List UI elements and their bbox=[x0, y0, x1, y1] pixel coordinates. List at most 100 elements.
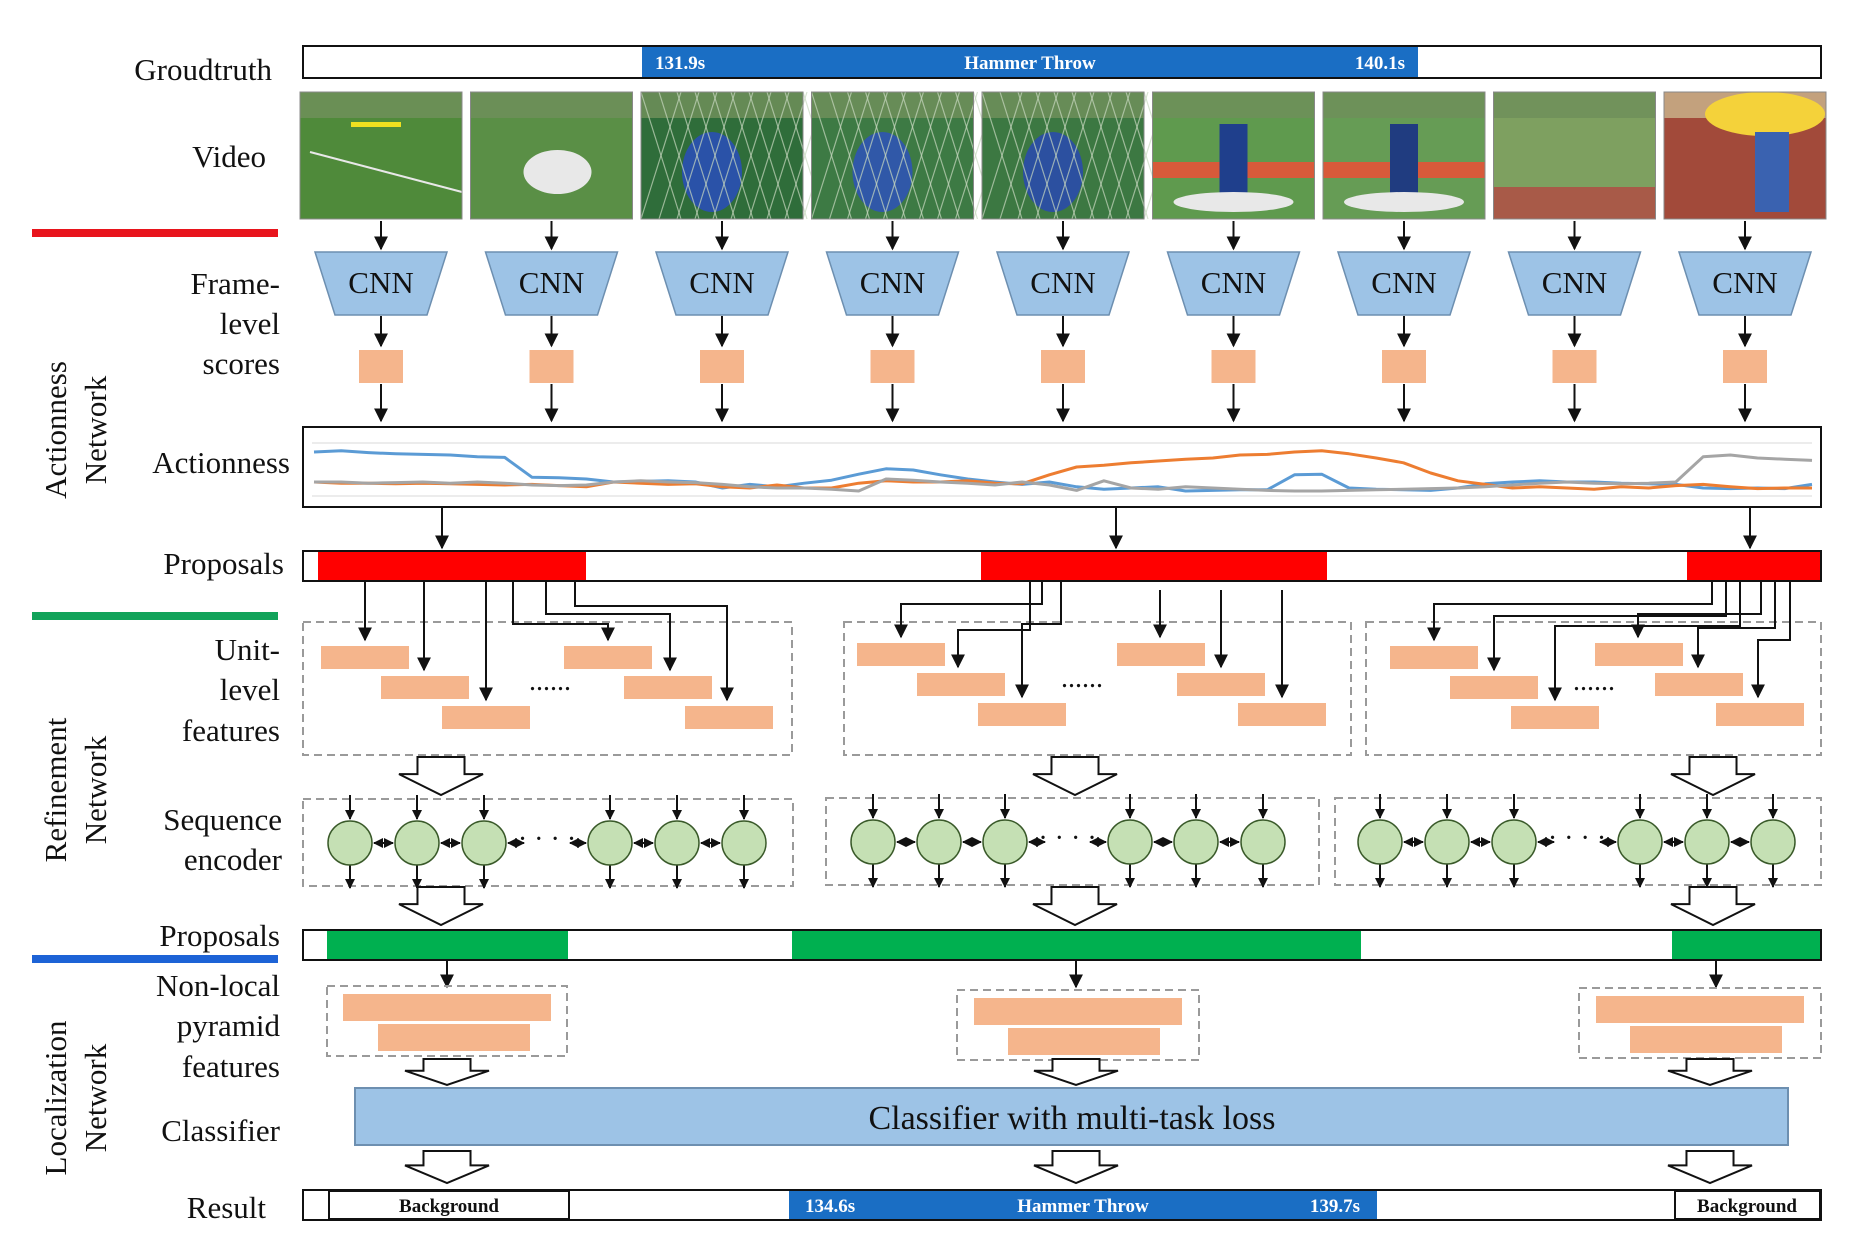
frame-score-block bbox=[1382, 350, 1426, 383]
feature-block bbox=[685, 706, 773, 729]
cnn-label: CNN bbox=[1030, 265, 1095, 300]
feature-block bbox=[974, 998, 1182, 1025]
video-frame bbox=[1663, 91, 1827, 220]
video-frames bbox=[299, 91, 1827, 220]
encoder-node bbox=[721, 820, 767, 866]
encoder-node bbox=[654, 820, 700, 866]
unit-features-group-3: ...... bbox=[1365, 621, 1822, 756]
proposals-bar-1 bbox=[302, 550, 1822, 582]
label-seq-line1: Sequence bbox=[163, 802, 282, 837]
label-unit-line1: Unit- bbox=[215, 632, 280, 667]
encoder-node bbox=[394, 820, 440, 866]
groundtruth-segment bbox=[642, 47, 1418, 77]
hollow-arrow bbox=[1670, 886, 1756, 927]
actionness-series-line bbox=[314, 453, 1813, 493]
section-refinement-line2: Network bbox=[78, 735, 113, 844]
encoder-node bbox=[587, 820, 633, 866]
cnn-block bbox=[995, 251, 1131, 316]
proposal-red-3 bbox=[1687, 552, 1820, 580]
sequence-encoder-group: · · · · bbox=[825, 794, 1320, 888]
hollow-arrow bbox=[1670, 756, 1756, 797]
label-proposals-2: Proposals bbox=[159, 918, 280, 953]
cnn-label: CNN bbox=[860, 265, 925, 300]
label-nonlocal-line2: pyramid bbox=[177, 1008, 281, 1043]
hollow-arrows-row-3 bbox=[404, 1058, 1753, 1087]
hollow-arrows-row-1 bbox=[398, 756, 1756, 797]
feature-block bbox=[978, 703, 1066, 726]
cnn-column: CNN bbox=[995, 221, 1131, 423]
label-video: Video bbox=[192, 139, 266, 174]
cnn-column: CNN bbox=[825, 221, 960, 423]
hollow-arrow bbox=[1033, 1150, 1119, 1185]
proposal-green-3 bbox=[1672, 931, 1820, 959]
pyramid-features-2 bbox=[956, 989, 1200, 1061]
seq-ellipsis: · · · · bbox=[518, 824, 576, 855]
hollow-arrow bbox=[398, 756, 484, 797]
video-frame bbox=[299, 91, 463, 220]
cnn-column: CNN bbox=[313, 221, 449, 423]
feature-block bbox=[442, 706, 530, 729]
feature-block bbox=[917, 673, 1005, 696]
result-background-right bbox=[1674, 1190, 1821, 1220]
cnn-column: CNN bbox=[484, 221, 619, 423]
section-localization-line2: Network bbox=[78, 1043, 113, 1152]
cnn-block bbox=[1507, 251, 1642, 316]
encoder-node bbox=[1357, 819, 1403, 865]
result-background-left bbox=[328, 1190, 570, 1220]
cnn-label: CNN bbox=[1542, 265, 1607, 300]
proposal-green-2 bbox=[792, 931, 1361, 959]
groundtruth-start: 131.9s bbox=[655, 53, 705, 74]
frame-score-block bbox=[1552, 350, 1597, 383]
actionness-chart bbox=[302, 426, 1822, 508]
encoder-node bbox=[1491, 819, 1537, 865]
encoder-node bbox=[1107, 819, 1153, 865]
cnn-label: CNN bbox=[1201, 265, 1266, 300]
section-localization-line1: Localization bbox=[38, 1020, 73, 1175]
cnn-block bbox=[1166, 251, 1301, 316]
frame-score-block bbox=[1211, 350, 1256, 383]
feature-block bbox=[1595, 643, 1683, 666]
encoder-node bbox=[1750, 819, 1796, 865]
feature-block bbox=[624, 676, 712, 699]
label-frame-line2: level bbox=[220, 306, 280, 341]
hollow-arrows-row-4 bbox=[404, 1150, 1753, 1185]
ellipsis-1: ...... bbox=[529, 666, 571, 697]
section-actionness-line2: Network bbox=[78, 375, 113, 484]
video-frame bbox=[1322, 91, 1486, 220]
label-seq-line2: encoder bbox=[184, 842, 283, 877]
feature-block bbox=[1390, 646, 1478, 669]
hollow-arrow bbox=[1032, 886, 1118, 927]
hollow-arrow bbox=[1667, 1058, 1753, 1087]
cnn-block bbox=[654, 251, 790, 316]
unit-features-group-1: ...... bbox=[302, 621, 793, 756]
label-proposals-1: Proposals bbox=[163, 546, 284, 581]
pyramid-features-3 bbox=[1578, 987, 1822, 1059]
encoder-node bbox=[1173, 819, 1219, 865]
label-groundtruth: Groudtruth bbox=[134, 52, 272, 87]
video-frame bbox=[981, 91, 1185, 220]
video-frame bbox=[470, 91, 633, 220]
separator-actionness bbox=[32, 229, 278, 237]
feature-block bbox=[343, 994, 551, 1021]
groundtruth-label: Hammer Throw bbox=[964, 53, 1096, 74]
cnn-label: CNN bbox=[348, 265, 413, 300]
ellipsis-3: ...... bbox=[1573, 666, 1615, 697]
result-bar: Background 134.6s Hammer Throw 139.7s Ba… bbox=[302, 1189, 1822, 1221]
feature-block bbox=[857, 643, 945, 666]
hollow-arrow bbox=[1033, 1058, 1119, 1087]
ellipsis-2: ...... bbox=[1061, 663, 1103, 694]
video-frame bbox=[1493, 91, 1656, 220]
separator-localization bbox=[32, 955, 278, 963]
result-background-right-label: Background bbox=[1697, 1196, 1797, 1217]
cnn-column: CNN bbox=[1166, 221, 1301, 423]
label-nonlocal-line3: features bbox=[182, 1049, 280, 1084]
feature-block bbox=[321, 646, 409, 669]
encoder-node bbox=[1684, 819, 1730, 865]
result-label: Hammer Throw bbox=[1017, 1196, 1149, 1217]
cnn-block bbox=[825, 251, 960, 316]
encoder-node bbox=[1424, 819, 1470, 865]
feature-block bbox=[1630, 1026, 1782, 1053]
unit-features-group-2: ...... bbox=[843, 621, 1352, 756]
cnn-label: CNN bbox=[519, 265, 584, 300]
cnn-column: CNN bbox=[1336, 221, 1472, 423]
